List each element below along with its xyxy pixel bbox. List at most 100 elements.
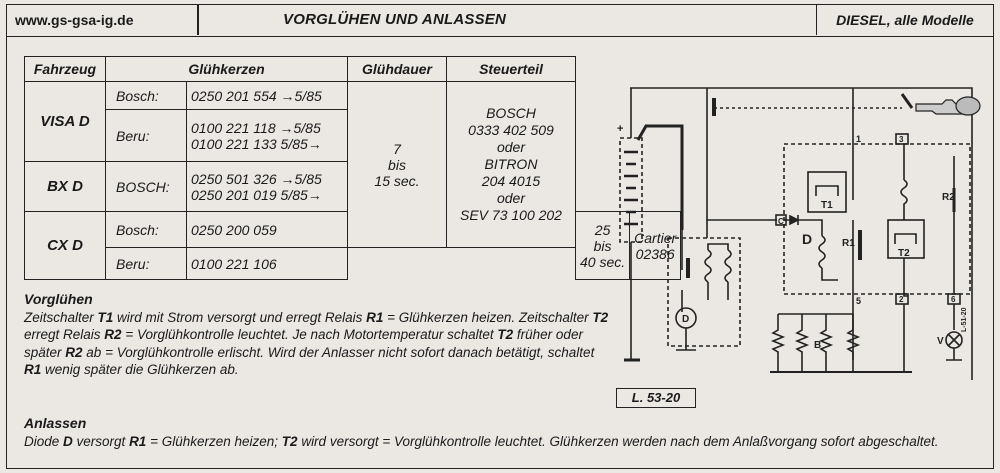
node-3-label: 3	[899, 135, 904, 144]
part-number: 0250 201 554 →5/85	[186, 81, 348, 110]
header-bar: www.gs-gsa-ig.de VORGLÜHEN UND ANLASSEN …	[7, 5, 993, 37]
starter-box	[667, 237, 741, 347]
terminal-c-label: C	[778, 217, 784, 226]
part-number-group: 0250 501 326 →5/85 0250 201 019 5/85→	[186, 161, 348, 212]
text-run: wird versorgt = Vorglühkontrolle leuchte…	[297, 433, 939, 449]
part-number: 0100 221 133 5/85→	[191, 135, 322, 152]
node-2-label: 2	[899, 295, 904, 304]
text-run: früher oder später	[24, 327, 583, 360]
glow-plug-icon	[818, 314, 834, 372]
text-run: ab = Vorglühkontrolle erlischt. Wird der…	[82, 344, 595, 360]
solenoid-coil-2	[724, 249, 732, 283]
ignition-switch-icon	[900, 93, 914, 109]
t2-pulse	[894, 233, 917, 244]
header-fahrzeug: Fahrzeug	[24, 56, 106, 82]
battery-icon	[619, 137, 643, 243]
controller-line: oder	[496, 190, 526, 206]
motor-label: D	[682, 314, 689, 325]
text-run: = Glühkerzen heizen;	[146, 433, 282, 449]
controller-line: BOSCH	[486, 105, 536, 121]
website-label: www.gs-gsa-ig.de	[15, 12, 134, 28]
duration-2-to: 40 sec.	[580, 253, 626, 270]
section-title: Anlassen	[24, 415, 87, 431]
t2-timer-icon	[887, 219, 925, 259]
node-1-label: 1	[856, 134, 861, 144]
text-run: Diode	[24, 433, 64, 449]
glow-plug-icon	[770, 314, 786, 372]
wiring-diagram: + T1 T2 R1 R2 D D B V C 1 3 2 6 5 L-51-2…	[617, 87, 981, 380]
header-steuerteil: Steuerteil	[446, 56, 576, 82]
mfr-label: Bosch:	[105, 211, 187, 248]
wire-main	[630, 87, 973, 380]
document-sheet: www.gs-gsa-ig.de VORGLÜHEN UND ANLASSEN …	[6, 4, 994, 469]
t1-label: T1	[821, 200, 833, 211]
part-number: 0100 221 118 →5/85	[191, 119, 321, 136]
controller-line: BITRON	[484, 156, 538, 172]
controller-line: Cartier	[634, 229, 677, 246]
text-run: = Vorglühkontrolle leuchtet. Je nach Mot…	[121, 327, 498, 342]
mfr-label: Beru:	[105, 247, 187, 280]
mfr-label: BOSCH:	[105, 161, 187, 212]
duration-1-from: 7	[393, 140, 401, 157]
duration-1-to: 15 sec.	[374, 172, 420, 189]
mfr-label: Beru:	[105, 109, 187, 162]
t2-label: T2	[898, 248, 910, 259]
glow-plug-icon	[845, 314, 861, 372]
mfr-label: Bosch:	[105, 81, 187, 110]
section-anlassen: Anlassen Diode D versorgt R1 = Glühkerze…	[24, 415, 979, 450]
controller-line: 02386	[635, 245, 675, 262]
terminal-3	[895, 133, 909, 145]
model-cx-d: CX D	[24, 211, 106, 280]
part-number-group: 0100 221 118 →5/85 0100 221 133 5/85→	[186, 109, 348, 162]
control-unit-box	[783, 143, 971, 295]
ignition-key-icon	[915, 96, 981, 116]
text-emph: T2	[592, 309, 609, 325]
duration-2: 25 bis 40 sec.	[574, 211, 631, 280]
node-5-label: 5	[856, 296, 861, 306]
diode-icon	[789, 214, 800, 226]
controller-1: BOSCH 0333 402 509 oder BITRON 204 4015 …	[446, 81, 576, 248]
part-number: 0250 201 019 5/85→	[191, 186, 322, 203]
ground-starter	[676, 328, 696, 351]
plus-label: +	[617, 123, 623, 135]
section-text: Diode D versorgt R1 = Glühkerzen heizen;…	[24, 433, 979, 451]
duration-1: 7 bis 15 sec.	[347, 81, 447, 248]
duration-2-from: 25	[594, 221, 611, 238]
battery-cells	[624, 150, 638, 226]
wire-solenoid-coils	[707, 243, 729, 300]
text-run: wenig später die Glühkerzen ab.	[41, 362, 239, 377]
t1-pulse	[815, 185, 839, 196]
model-bx-d: BX D	[24, 161, 106, 212]
text-run: Zeitschalter	[24, 309, 98, 325]
part-number: 0100 221 106	[186, 247, 348, 280]
node-6-label: 6	[951, 295, 956, 304]
ground-lamp	[946, 348, 962, 361]
wire-t2	[903, 258, 908, 297]
lamp-label: V	[937, 336, 944, 347]
t1-timer-icon	[807, 171, 847, 213]
text-emph: T2	[281, 433, 298, 449]
solenoid-coil-1	[704, 249, 712, 283]
text-emph: T1	[97, 309, 114, 325]
section-title: Vorglühen	[24, 291, 93, 307]
text-run: wird mit Strom versorgt und erregt Relai…	[113, 309, 367, 325]
diagram-label: L. 53-20	[616, 388, 696, 408]
controller-line: oder	[496, 139, 526, 155]
glow-plug-table: Fahrzeug Glühkerzen Glühdauer Steuerteil…	[24, 56, 682, 280]
text-emph: R2	[104, 327, 122, 342]
header-divider	[197, 5, 199, 35]
r2-coil-icon	[900, 144, 908, 220]
header-gluehkerzen: Glühkerzen	[105, 56, 348, 82]
duration-1-bis: bis	[388, 156, 406, 173]
controller-line: 0333 402 509	[468, 122, 554, 138]
controller-line: SEV 73 100 202	[460, 207, 562, 223]
glow-label: B	[814, 340, 821, 351]
glow-plug-icon	[794, 314, 810, 372]
controller-2: Cartier 02386	[629, 211, 682, 280]
text-run: versorgt	[72, 433, 130, 449]
page-title: VORGLÜHEN UND ANLASSEN	[283, 11, 507, 28]
section-vorgluehen: Vorglühen Zeitschalter T1 wird mit Strom…	[24, 291, 614, 379]
r1-label: R1	[842, 238, 855, 249]
scope-label: DIESEL, alle Modelle	[816, 5, 993, 35]
terminal-c	[775, 214, 787, 226]
